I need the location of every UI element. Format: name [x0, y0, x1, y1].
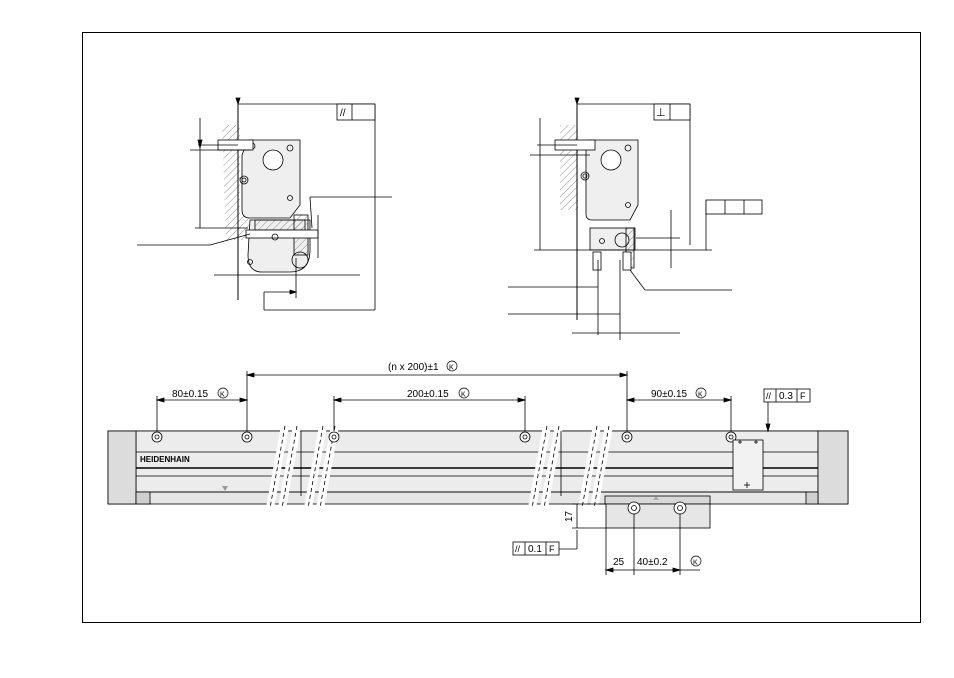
svg-text:F: F	[549, 544, 555, 554]
dim-spacing-left: 80±0.15	[172, 389, 209, 400]
svg-text:⊥: ⊥	[656, 107, 666, 119]
svg-text://: //	[340, 108, 346, 119]
circle-k-symbol: K	[217, 387, 229, 399]
svg-text:0.1: 0.1	[528, 544, 542, 555]
circle-k-symbol: K	[690, 555, 702, 567]
svg-text:F: F	[800, 391, 806, 401]
drawing-frame	[82, 32, 921, 623]
scale-elevation-view	[107, 425, 849, 529]
tolerance-frame-bottom: // 0.1 F	[512, 541, 560, 556]
circle-k-symbol: K	[446, 360, 458, 372]
svg-text:K: K	[461, 392, 466, 399]
dimension-lines	[155, 371, 771, 575]
dimension-labels: (n x 200)±1 K 80±0.15 K 200±0.15 K 90±0.…	[172, 360, 811, 568]
svg-text://: //	[766, 391, 772, 401]
dim-height-17: 17	[564, 510, 575, 522]
brand-label: HEIDENHAIN	[140, 455, 190, 464]
svg-text:K: K	[698, 392, 703, 399]
svg-text:K: K	[449, 365, 454, 372]
svg-text:K: K	[220, 392, 225, 399]
dim-spacing-total: (n x 200)±1	[388, 362, 439, 373]
left-section-view: //	[137, 97, 392, 311]
tolerance-frame-top: // 0.3 F	[763, 388, 811, 403]
dim-spacing-right: 90±0.15	[651, 389, 688, 400]
circle-k-symbol: K	[695, 387, 707, 399]
dim-spacing-middle: 200±0.15	[407, 389, 449, 400]
svg-text://: //	[515, 544, 521, 554]
dim-mount-offset: 25	[613, 557, 625, 568]
circle-k-symbol: K	[458, 387, 470, 399]
right-section-view: ⊥	[508, 97, 763, 340]
svg-text:K: K	[693, 560, 698, 567]
svg-text:0.3: 0.3	[779, 391, 793, 402]
dim-mount-spacing: 40±0.2	[637, 557, 668, 568]
